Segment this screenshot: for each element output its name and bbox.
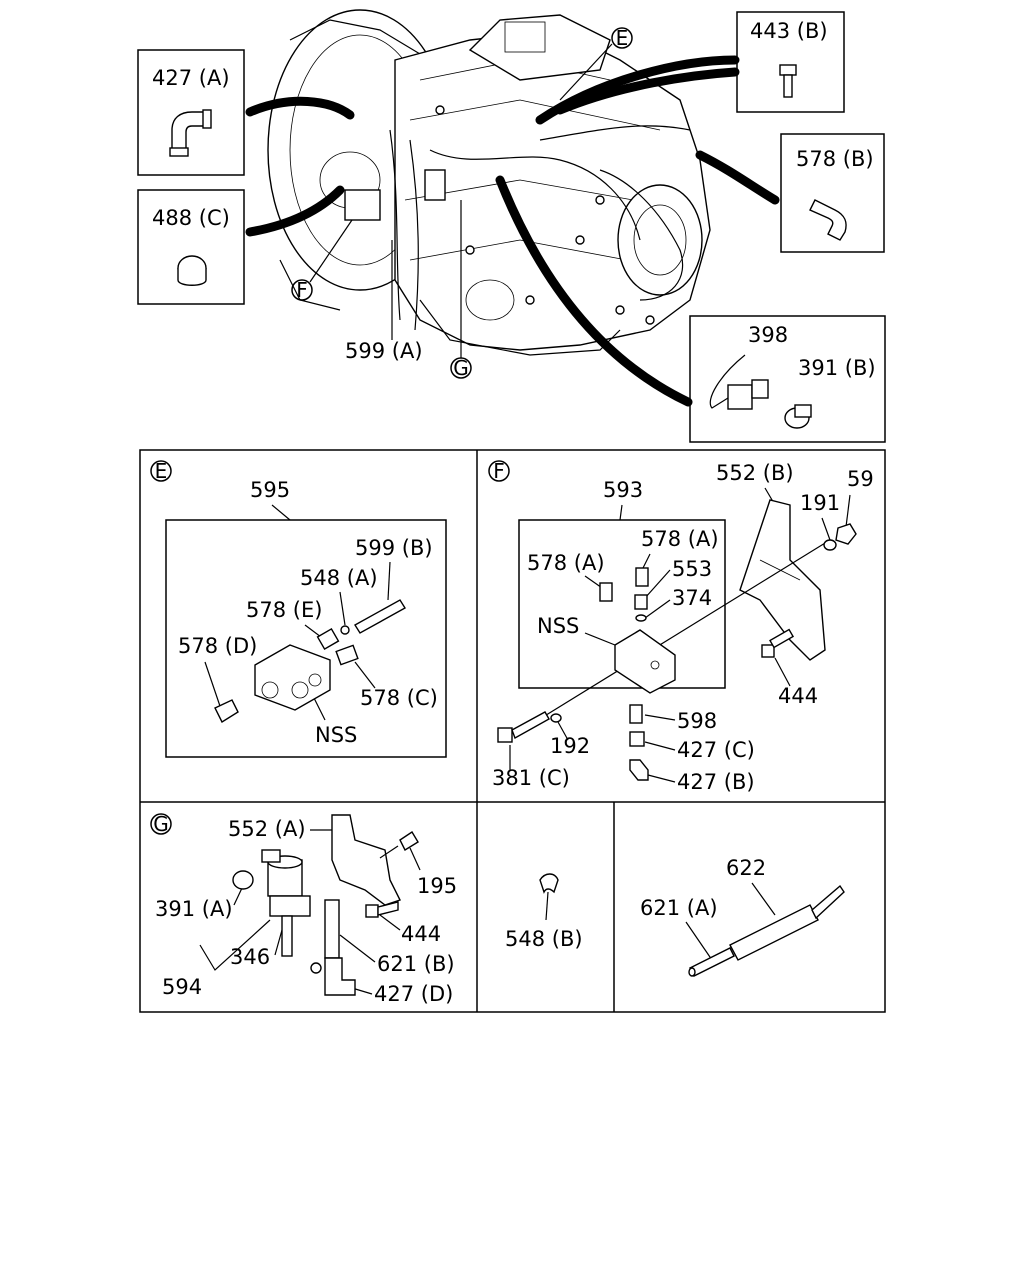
section-letter-e: E: [155, 459, 168, 483]
label-195: 195: [417, 874, 457, 898]
bolt-443b: [779, 64, 797, 98]
label-578e: 578 (E): [246, 598, 322, 622]
label-578b: 578 (B): [796, 147, 874, 171]
label-578d: 578 (D): [178, 634, 257, 658]
label-191: 191: [800, 491, 840, 515]
leader-swooshes: [245, 55, 780, 407]
detail-e: E 595 599 (B) 548 (A) 578 (E) 578 (D) 57…: [150, 459, 447, 758]
label-598: 598: [677, 709, 717, 733]
box-427a: [137, 49, 245, 176]
label-427d: 427 (D): [374, 982, 453, 1006]
box-595: [165, 519, 447, 758]
detail-g: G 552 (A) 195 391 (A) 444 346 621 (B) 59…: [150, 812, 457, 1006]
label-488c: 488 (C): [152, 206, 230, 230]
label-621a: 621 (A): [640, 896, 718, 920]
box-443b: [736, 11, 845, 113]
label-548a: 548 (A): [300, 566, 378, 590]
label-443b: 443 (B): [750, 19, 828, 43]
detail-f: F 593 552 (B) 59 191 578 (A) 578 (A) 553…: [488, 459, 874, 794]
circle-letter-e: [611, 27, 633, 49]
transmission-assembly: [267, 9, 711, 356]
label-552a: 552 (A): [228, 817, 306, 841]
circle-letter-f: [291, 279, 313, 301]
plug-488c: [177, 255, 207, 286]
label-444-g: 444: [401, 922, 441, 946]
label-192: 192: [550, 734, 590, 758]
label-621b: 621 (B): [377, 952, 455, 976]
elbow-fitting-427a: [169, 109, 212, 157]
elbow-fitting-578b: [809, 199, 847, 241]
label-398: 398: [748, 323, 788, 347]
label-391a: 391 (A): [155, 897, 233, 921]
label-552b: 552 (B): [716, 461, 794, 485]
label-595: 595: [250, 478, 290, 502]
section-letter-f: F: [493, 459, 505, 483]
label-444-f: 444: [778, 684, 818, 708]
label-391b: 391 (B): [798, 356, 876, 380]
label-578a-right: 578 (A): [641, 527, 719, 551]
section-letter-g: G: [153, 812, 169, 836]
letter-e: E: [616, 26, 629, 50]
letter-f: F: [296, 278, 308, 302]
box-578b: [780, 133, 885, 253]
label-nss-f: NSS: [537, 614, 579, 638]
label-548b: 548 (B): [505, 927, 583, 951]
box-488c: [137, 189, 245, 305]
label-578c: 578 (C): [360, 686, 438, 710]
label-553: 553: [672, 557, 712, 581]
label-427c: 427 (C): [677, 738, 755, 762]
letter-g: G: [453, 356, 469, 380]
label-593: 593: [603, 478, 643, 502]
label-622: 622: [726, 856, 766, 880]
label-594: 594: [162, 975, 202, 999]
label-346: 346: [230, 945, 270, 969]
plug-391b: [784, 404, 812, 429]
detail-622: 622 621 (A): [640, 856, 845, 977]
box-398-391b: [689, 315, 886, 443]
label-427b: 427 (B): [677, 770, 755, 794]
detail-grid: [139, 449, 886, 1013]
label-nss-e: NSS: [315, 723, 357, 747]
label-374: 374: [672, 586, 712, 610]
box-593: [518, 519, 726, 689]
label-599a: 599 (A): [345, 339, 423, 363]
detail-548b: 548 (B): [505, 873, 583, 951]
switch-398: [709, 354, 769, 410]
label-599b: 599 (B): [355, 536, 433, 560]
label-427a: 427 (A): [152, 66, 230, 90]
label-381c: 381 (C): [492, 766, 570, 790]
label-578a-left: 578 (A): [527, 551, 605, 575]
label-59: 59: [847, 467, 874, 491]
